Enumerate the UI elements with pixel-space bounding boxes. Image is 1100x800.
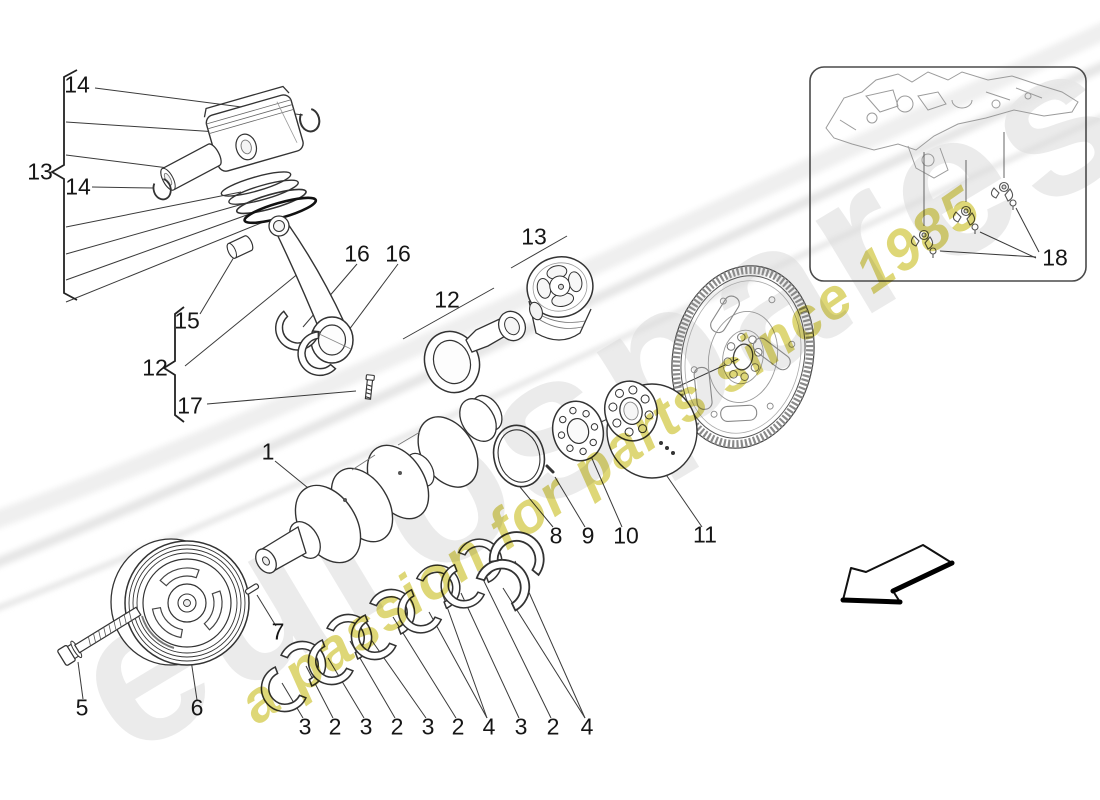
part-label-7-17: 7 xyxy=(271,618,285,645)
part-label-1-10: 1 xyxy=(261,438,275,465)
dowel-pin xyxy=(545,464,555,474)
part-label-2-26: 2 xyxy=(546,713,560,740)
woodruff-key xyxy=(244,583,260,595)
part-label-2-23: 2 xyxy=(451,713,465,740)
part-label-3-25: 3 xyxy=(514,713,528,740)
part-label-14-0: 14 xyxy=(64,71,90,98)
part-label-15-3: 15 xyxy=(174,307,200,334)
part-label-4-27: 4 xyxy=(580,713,594,740)
flywheel xyxy=(671,265,815,449)
part-label-17-5: 17 xyxy=(177,392,203,419)
part-label-11-14: 11 xyxy=(693,521,717,548)
part-label-3-18: 3 xyxy=(298,713,312,740)
connecting-rod-top xyxy=(267,215,375,400)
crankshaft xyxy=(255,394,503,574)
piston-top xyxy=(203,85,304,172)
part-label-18-28: 18 xyxy=(1042,244,1068,271)
wrist-pin xyxy=(160,143,222,191)
part-label-9-12: 9 xyxy=(581,522,595,549)
part-label-4-24: 4 xyxy=(482,713,496,740)
middle-piston xyxy=(526,256,594,341)
drive-plate-adapter xyxy=(603,380,698,479)
part-label-13-1: 13 xyxy=(27,158,53,185)
part-label-13-9: 13 xyxy=(521,223,547,250)
part-label-14-2: 14 xyxy=(65,173,91,200)
part-label-2-21: 2 xyxy=(390,713,404,740)
part-label-6-16: 6 xyxy=(190,694,204,721)
engine-block-inset xyxy=(825,71,1079,179)
part-label-3-22: 3 xyxy=(421,713,435,740)
part-label-16-6: 16 xyxy=(344,240,370,267)
middle-connecting-rod xyxy=(423,310,527,394)
piston-assembly-top xyxy=(152,85,321,259)
part-label-5-15: 5 xyxy=(75,694,89,721)
crank-pulley xyxy=(110,538,250,666)
part-label-2-19: 2 xyxy=(328,713,342,740)
circlip-left xyxy=(152,178,172,201)
inset-box xyxy=(809,66,1087,282)
oil-nozzle-lines xyxy=(923,132,1005,226)
direction-arrow xyxy=(840,544,955,605)
bracket-13 xyxy=(50,69,78,301)
seal-ring xyxy=(492,424,546,488)
small-end-bushing xyxy=(226,235,254,259)
part-label-12-4: 12 xyxy=(142,354,168,381)
pulley-bolt xyxy=(57,606,142,666)
circlip-right xyxy=(299,108,321,133)
bracket-12 xyxy=(162,306,185,423)
part-label-12-8: 12 xyxy=(434,286,460,313)
part-label-8-11: 8 xyxy=(549,522,563,549)
part-label-10-13: 10 xyxy=(613,522,639,549)
part-label-3-20: 3 xyxy=(359,713,373,740)
rod-bolt xyxy=(364,374,375,400)
spacer-plate xyxy=(551,400,605,462)
part-label-16-7: 16 xyxy=(385,240,411,267)
